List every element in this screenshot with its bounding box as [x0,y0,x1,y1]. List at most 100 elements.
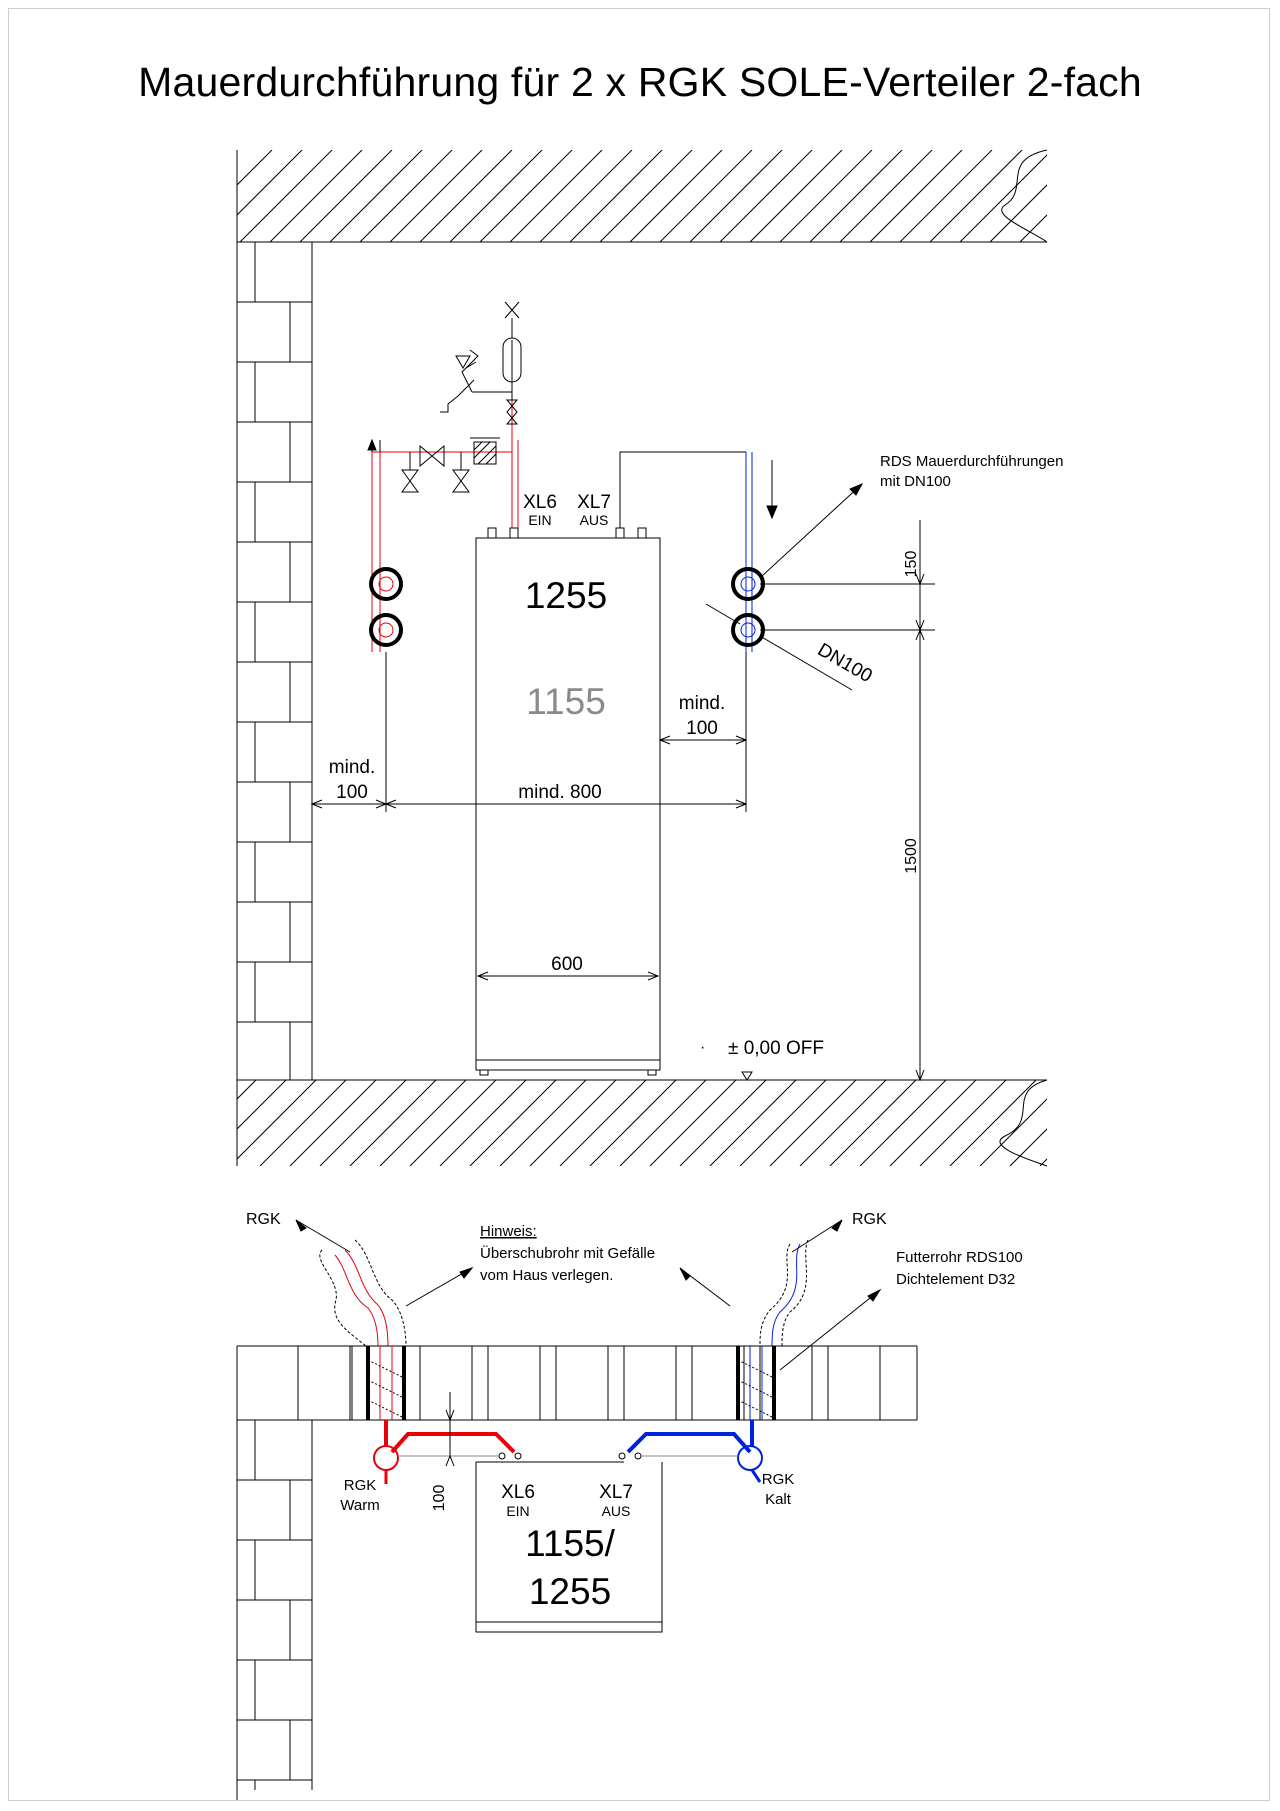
hatch-line [237,150,273,186]
hatch-line [829,1080,917,1166]
hatch-line [237,1080,317,1160]
plan-brick [487,1345,541,1421]
warm-piping [371,400,519,652]
hatch-line [719,150,813,242]
plan-wall [236,1345,918,1800]
plan-dim-100-text: 100 [431,1485,448,1512]
plan-note-line2: vom Haus verlegen. [480,1267,613,1284]
rds-callout-leader [761,483,863,577]
plan-rgk-kalt-1: RGK [762,1471,795,1488]
plan-rgk-left: RGK [246,1211,281,1228]
dimension-600: 600 [476,954,660,981]
hatch-line [349,1080,437,1166]
hatch-line [869,150,963,242]
plan-note-line1: Überschubrohr mit Gefälle [480,1244,655,1262]
dim-1500-text: 1500 [903,838,920,874]
hatch-line [649,1080,737,1166]
plan-brick [691,1345,745,1421]
hatch-line [659,150,753,242]
wall-penetrations-left [369,567,403,647]
hatch-line [529,1080,617,1166]
label-xl6-sub: EIN [528,512,551,528]
dimension-mind-100-left: mind. 100 mind. 800 [310,652,748,812]
dim-mind-left-2: 100 [336,782,368,803]
hatch-line [419,150,513,242]
plan-model-line1: 1155/ [525,1523,616,1564]
futter-leader [779,1289,881,1371]
hatch-line [329,150,423,242]
hatch-line [809,150,903,242]
hatch-line [239,150,333,242]
xl6-port-a [498,1452,506,1460]
hatch-line [1080,150,1172,242]
floor-slab [236,1079,1156,1167]
rgk-sleeve-left [319,1239,407,1421]
hatch-line [859,1080,947,1166]
wall-penetrations-right [731,567,765,647]
plan-view: 100 RGK RGK Hinweis: Überschubrohr mit G… [236,1211,1023,1800]
datum-marker [741,1071,753,1081]
label-xl7: XL7 [577,492,611,513]
hatch-line [959,154,1047,242]
dim-mind-right-1: mind. [679,693,725,714]
plan-cold-connection [626,1420,762,1483]
dim-600-text: 600 [551,954,583,975]
plan-unit [475,1461,663,1633]
dim-mind-800: mind. 800 [518,782,601,803]
dim-150-text: 150 [903,551,920,578]
rgk-sleeve-right [736,1239,809,1421]
plan-note-title: Hinweis: [480,1223,537,1240]
hatch-line [949,1080,1037,1166]
xl7-port-b [634,1452,642,1460]
plan-brick [759,1345,813,1421]
hatch-line [359,150,453,242]
hatch-line [749,150,843,242]
hatch-line [379,1080,467,1166]
plan-rgk-warm-2: Warm [340,1497,379,1514]
hatch-line [739,1080,827,1166]
hatch-line [237,150,303,216]
hatch-line [629,150,723,242]
hatch-line [269,150,363,242]
rgk-left-leader [295,1219,351,1253]
hatch-line [989,184,1047,242]
plan-futter-line2: Dichtelement D32 [896,1271,1015,1288]
plan-brick [623,1345,677,1421]
hatch-line [299,150,393,242]
model-primary: 1255 [525,575,607,616]
hatch-line [389,150,483,242]
hatch-line [1039,1158,1047,1166]
datum-dot: · [700,1039,705,1056]
hatch-line [237,1080,287,1130]
hatch-line [779,150,873,242]
hatch-line [1050,150,1142,242]
warm-valve [373,1445,399,1471]
hatch-line [929,150,1023,242]
dimension-mind-100-right: mind. 100 [658,652,748,812]
hatch-line [709,1080,797,1166]
dn100-leader [759,635,853,691]
datum-label: ± 0,00 OFF [728,1038,824,1059]
hatch-line [769,1080,857,1166]
hatch-line [1019,214,1047,242]
rds-callout-text-2: mit DN100 [880,473,951,490]
plan-model-line2: 1255 [529,1571,611,1612]
hatch-line [889,1080,977,1166]
hatch-line [1070,1080,1156,1166]
hatch-line [289,1080,377,1166]
dim-mind-left-1: mind. [329,757,375,778]
hatch-line [919,1080,1007,1166]
drawing-sheet: Mauerdurchführung für 2 x RGK SOLE-Verte… [8,8,1270,1801]
hatch-line [469,1080,557,1166]
hatch-line [839,150,933,242]
plan-rgk-right: RGK [852,1211,887,1228]
dn100-label: DN100 [814,639,876,687]
plan-rgk-kalt-2: Kalt [765,1491,792,1508]
plan-brick [297,1345,351,1421]
hatch-line [569,150,663,242]
valve-assembly [367,301,522,493]
hatch-line [599,150,693,242]
cold-valve [737,1445,763,1471]
plan-xl6: XL6 [501,1482,535,1503]
